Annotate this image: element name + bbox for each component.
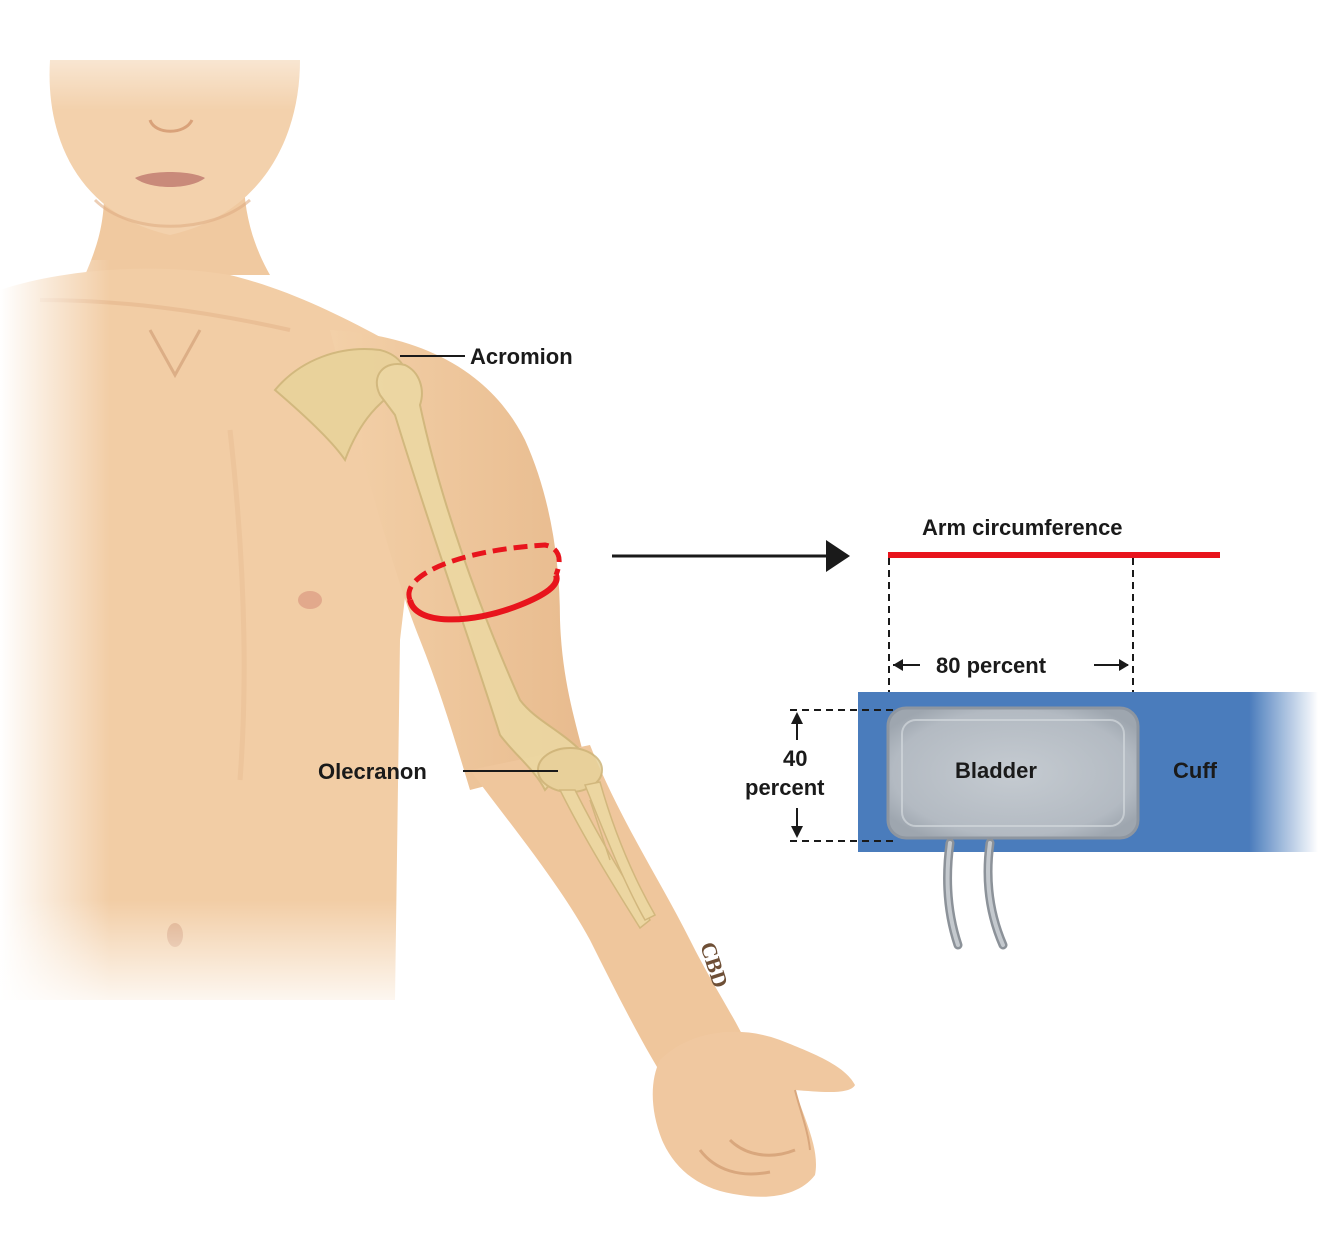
arrow-head xyxy=(826,540,850,572)
forearm xyxy=(470,745,745,1080)
cuff-label: Cuff xyxy=(1173,758,1218,783)
olecranon-label: Olecranon xyxy=(318,759,427,784)
nipple xyxy=(298,591,322,609)
arm-circumference-label: Arm circumference xyxy=(922,515,1123,540)
forty-label: 40 xyxy=(783,746,807,771)
acromion-label: Acromion xyxy=(470,344,573,369)
cuff-diagram: Arm circumference 80 percent Bladder Cuf… xyxy=(745,515,1318,945)
eighty-percent-label: 80 percent xyxy=(936,653,1047,678)
hand xyxy=(653,1032,855,1197)
percent-label: percent xyxy=(745,775,825,800)
bladder-label: Bladder xyxy=(955,758,1037,783)
